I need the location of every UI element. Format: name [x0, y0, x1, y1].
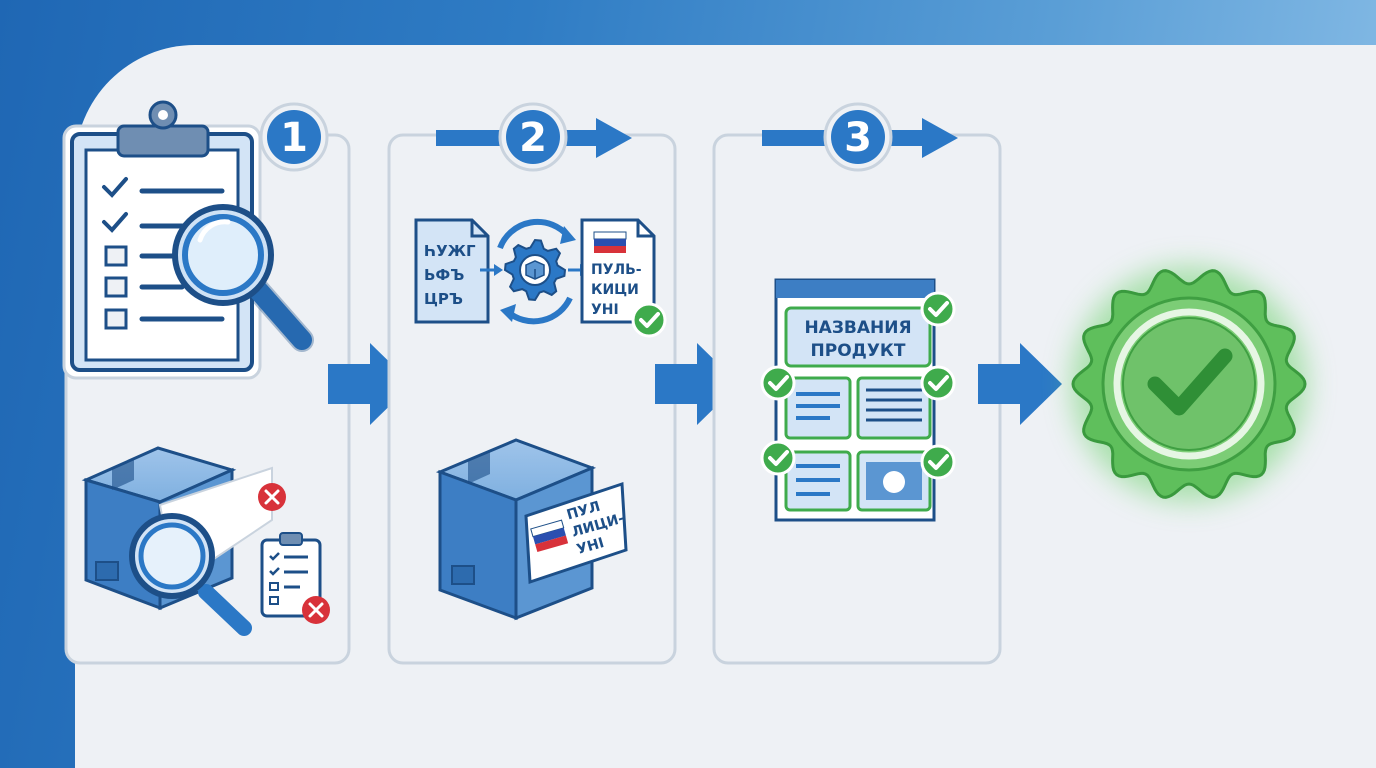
clipboard-checklist-icon [260, 532, 322, 618]
seal-badge-icon [1071, 266, 1307, 502]
error-x-icon [258, 483, 286, 511]
arrow-right-icon [480, 264, 503, 276]
gear-icon [503, 238, 567, 302]
document-icon: ҺУЖΓ ЬФЪ ЦРЪ [414, 218, 490, 324]
target-doc-line-3: УНI [591, 302, 619, 318]
sync-arrows [497, 218, 576, 325]
error-x-icon [302, 596, 330, 624]
clipboard-checklist-icon [62, 100, 262, 380]
step-1-number: 1 [280, 115, 308, 161]
step-3-number: 3 [844, 115, 872, 161]
source-doc-line-1: ҺУЖΓ [424, 242, 476, 260]
product-title-line-2: ПРОДУКТ [811, 341, 906, 361]
step-2-header-arrow: 2 [436, 102, 632, 172]
checkmark-icon [920, 291, 956, 327]
checkmark-icon [760, 440, 796, 476]
target-doc-line-1: ПУЛЬ- [591, 262, 642, 278]
document-icon: ПУЛЬ- КИЦИ УНI [580, 218, 656, 324]
product-sheet: НАЗВАНИЯ ПРОДУКТ [774, 278, 936, 522]
step-2-number: 2 [519, 115, 547, 161]
checkmark-icon [760, 365, 796, 401]
flag-ru-icon [593, 231, 627, 253]
source-doc-line-3: ЦРЪ [424, 290, 463, 308]
checkmark-icon [631, 302, 667, 338]
step-1-badge: 1 [259, 102, 329, 172]
magnifier-icon [129, 513, 252, 636]
checkmark-icon [1147, 348, 1233, 416]
source-doc-line-2: ЬФЪ [424, 266, 464, 284]
flag-ru-icon [530, 519, 569, 553]
product-label: ПУЛ ЛИЦИ- УНI [524, 481, 628, 585]
product-title-line-1: НАЗВАНИЯ [804, 318, 911, 338]
checkmark-icon [920, 365, 956, 401]
magnifier-icon [172, 204, 314, 352]
checkmark-icon [920, 444, 956, 480]
target-doc-line-2: КИЦИ [591, 282, 639, 298]
arrow-right-icon [978, 343, 1062, 425]
step-3-header-arrow: 3 [762, 102, 958, 172]
box-label-line-3: УНI [575, 535, 606, 558]
